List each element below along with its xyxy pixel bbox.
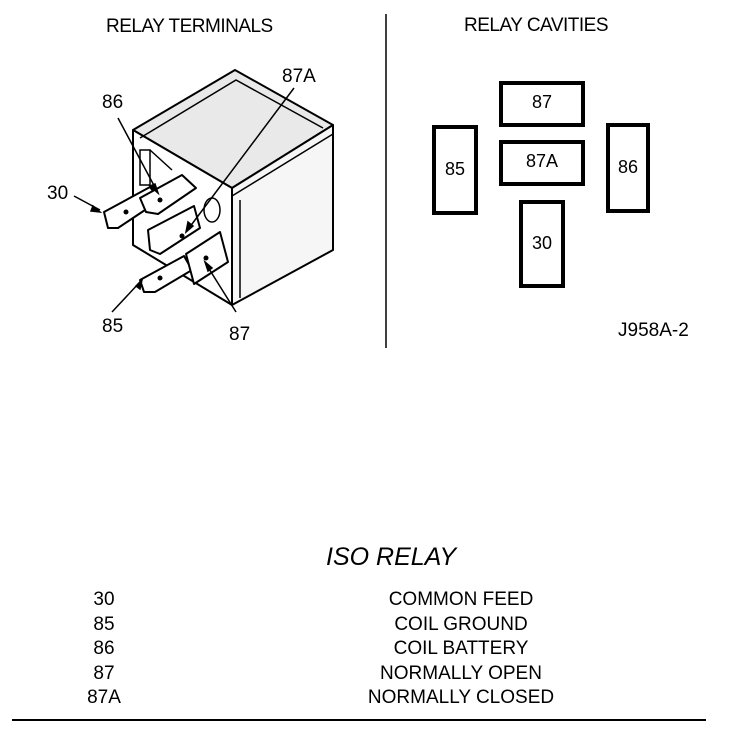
terminal-label-87a: 87A (282, 66, 316, 87)
relay-cavities-heading: RELAY CAVITIES (464, 15, 609, 36)
legend-row: 30 COMMON FEED (0, 589, 736, 613)
legend-terminal: 85 (93, 614, 115, 635)
legend-description: COIL BATTERY (393, 638, 529, 659)
legend-row: 87 NORMALLY OPEN (0, 663, 736, 687)
terminal-blades (103, 174, 229, 293)
cavity-87: 87 (531, 92, 553, 112)
cavity-boxes (432, 81, 650, 288)
cavity-30: 30 (531, 233, 553, 253)
blade-85 (139, 255, 193, 293)
relay-terminals-heading: RELAY TERMINALS (106, 16, 273, 37)
legend-row: 85 COIL GROUND (0, 614, 736, 638)
cavity-86: 86 (617, 157, 639, 177)
legend-terminal: 86 (93, 638, 115, 659)
terminal-label-30: 30 (47, 183, 69, 204)
blade-87a (147, 205, 201, 255)
terminal-label-86: 86 (102, 92, 124, 113)
legend-description: NORMALLY CLOSED (367, 687, 555, 708)
legend-description: COMMON FEED (388, 589, 534, 610)
terminal-label-87: 87 (229, 324, 251, 345)
cavity-85: 85 (444, 159, 466, 179)
terminal-label-85: 85 (102, 316, 124, 337)
cavity-87a: 87A (525, 151, 559, 171)
relay-body-details (139, 79, 334, 298)
leader-lines (73, 87, 295, 313)
legend-description: COIL GROUND (394, 614, 528, 635)
blade-86 (139, 174, 197, 215)
legend-terminal: 87 (93, 663, 115, 684)
legend-row: 86 COIL BATTERY (0, 638, 736, 662)
legend-row: 87A NORMALLY CLOSED (0, 687, 736, 711)
legend-description: NORMALLY OPEN (380, 663, 542, 684)
legend-terminal: 87A (87, 687, 121, 708)
figure-code: J958A-2 (618, 320, 689, 341)
legend-title: ISO RELAY (326, 543, 457, 571)
legend-terminal: 30 (93, 589, 115, 610)
